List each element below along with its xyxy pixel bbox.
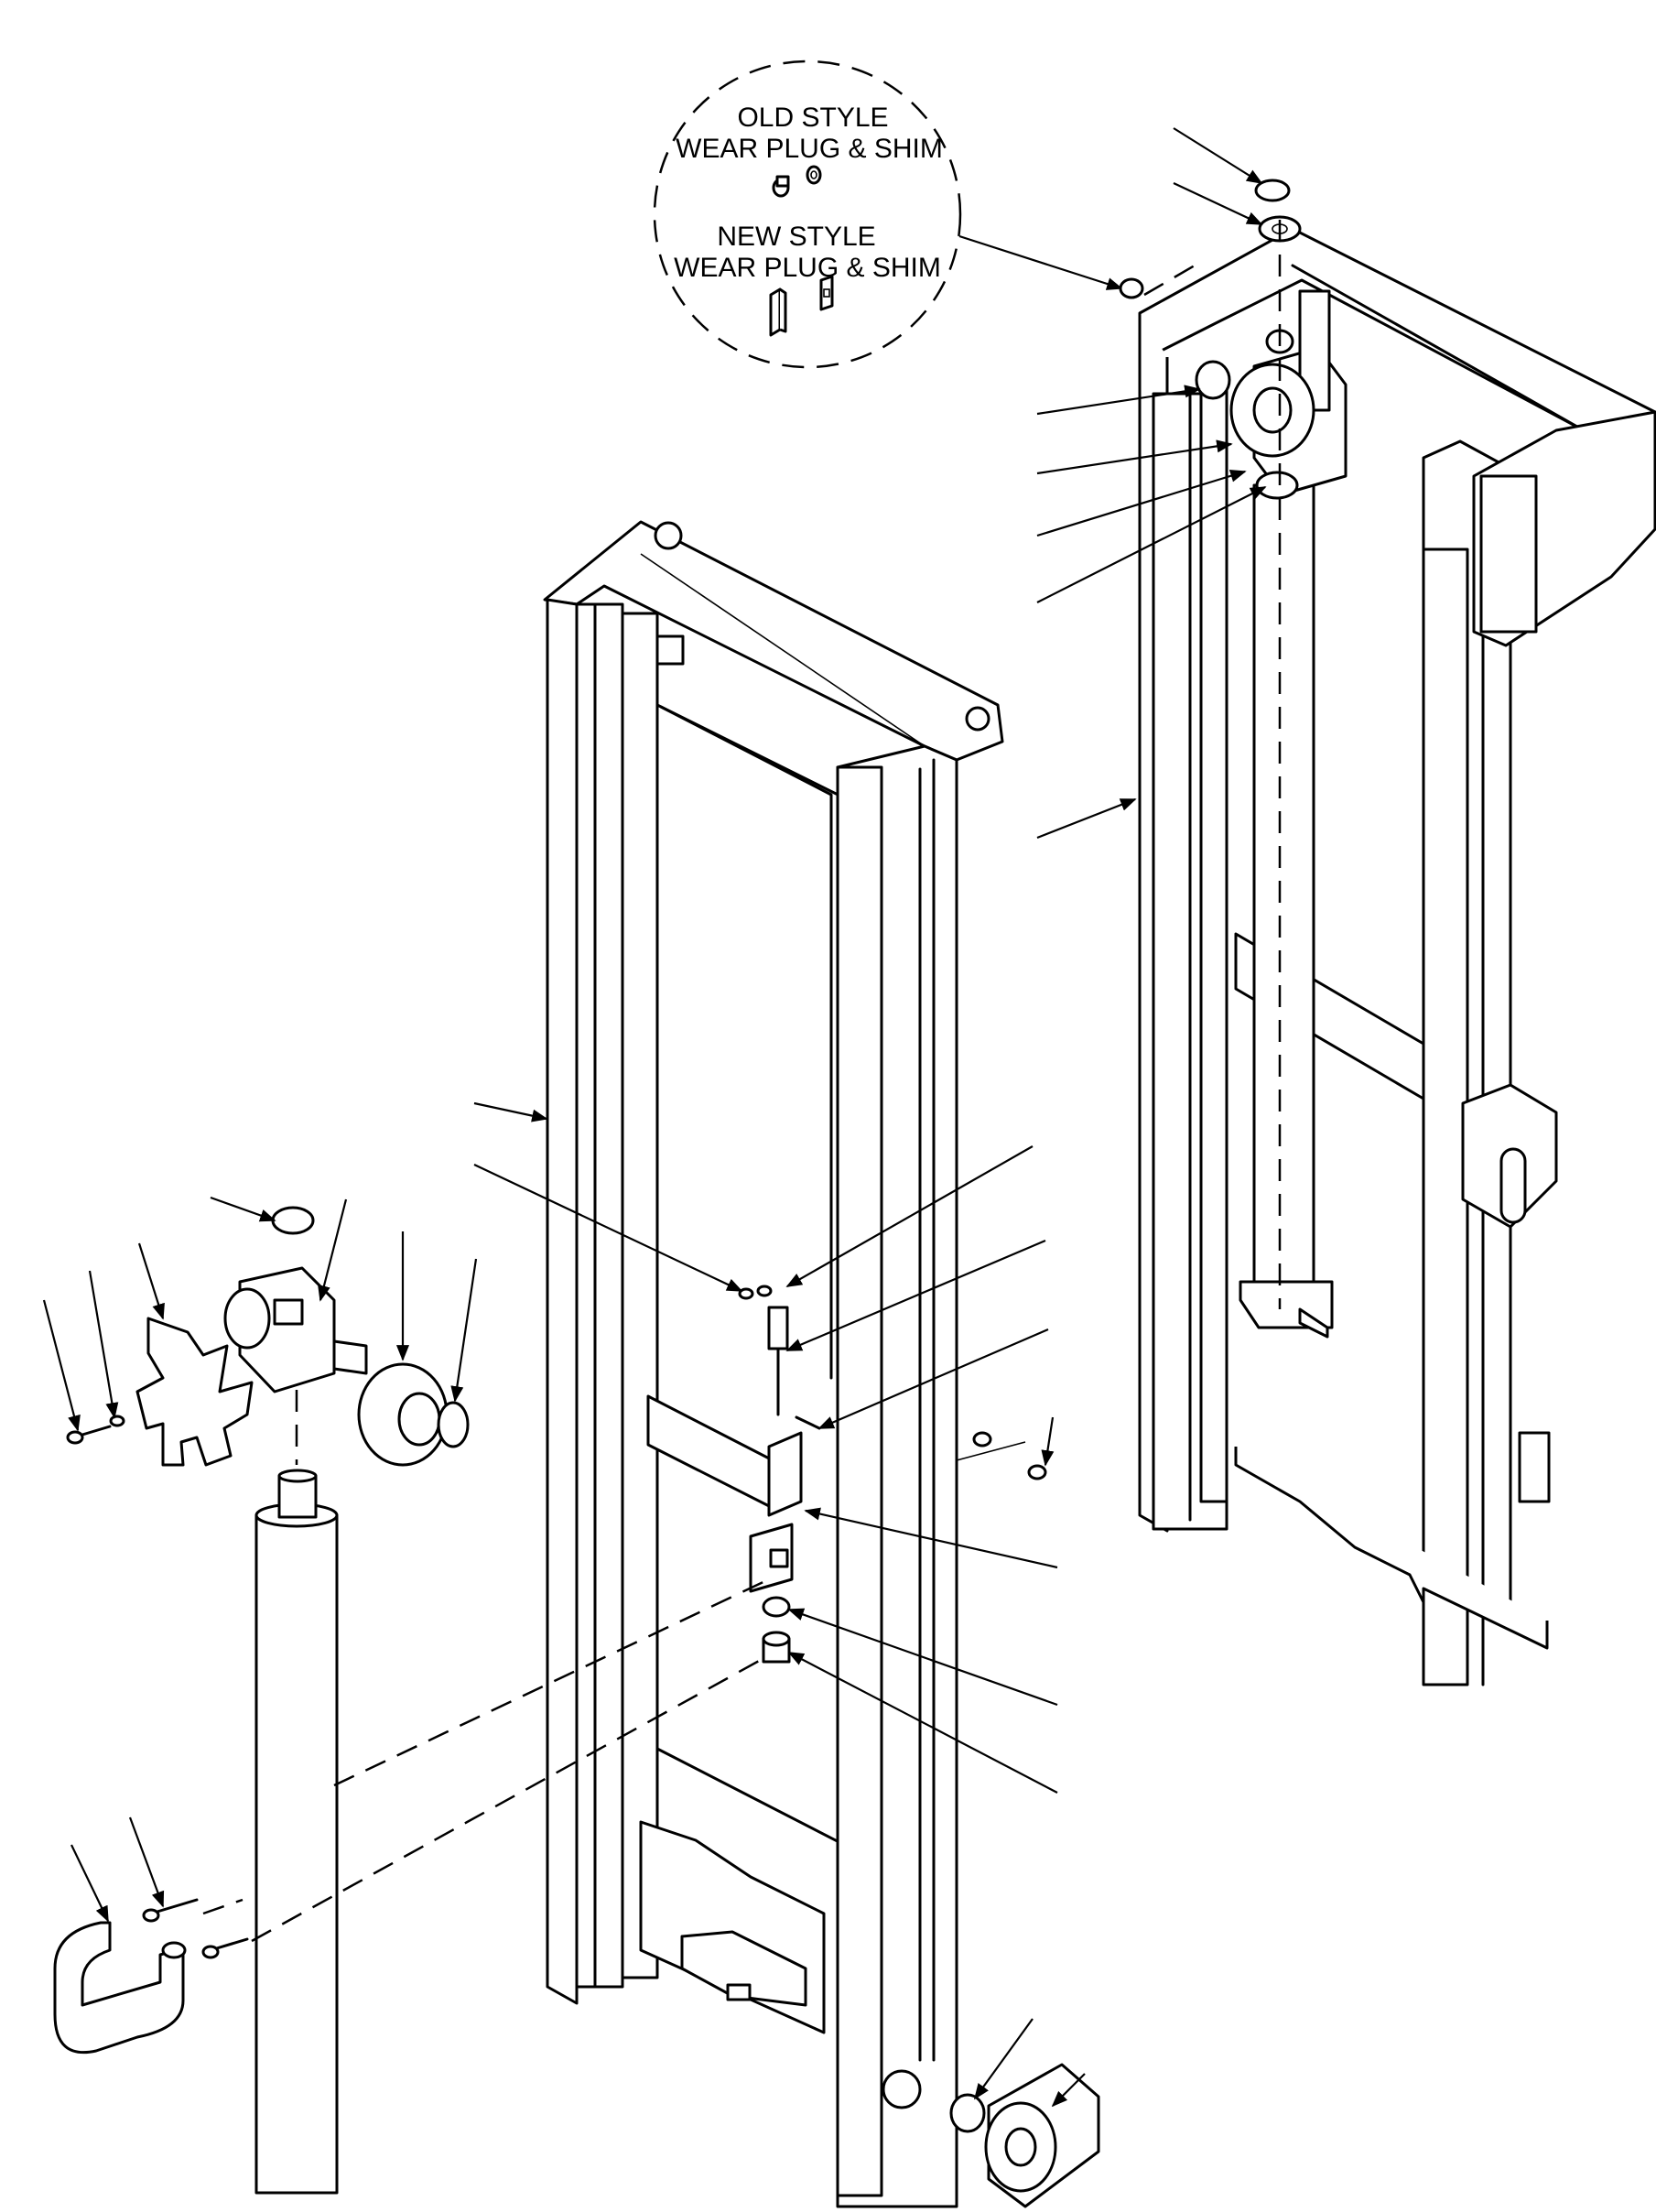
old-style-label-line1: OLD STYLE [737,103,888,133]
lock-nut-b [1027,1464,1047,1480]
lock-nut-a [972,1431,992,1448]
lock-washer [109,1415,125,1427]
bottom-roller-assembly [949,2018,1100,2208]
stud-washer-leader [787,1608,1058,1707]
inner-lift-cylinder [1252,483,1315,1284]
secondary-lift-cylinder [254,1513,339,2195]
u-clamp-leader [70,1844,109,1923]
left-sheave-retaining-ring [437,1401,470,1448]
top-wear-plug [1119,277,1144,299]
bottom-roller-leader [1051,2073,1086,2108]
lock-washer-leader [88,1270,119,1419]
left-snap-ring [271,1206,315,1235]
bottom-ring-leader [973,2018,1034,2100]
detail-leader-arrow [958,234,1123,290]
left-snap-ring-leader [210,1196,276,1222]
inner-mast-bottom-crossmember [1234,1447,1549,1650]
spring-clip-leader [817,1328,1049,1430]
bottom-pivot-bracket [680,1930,807,2007]
mounting-plate-leader [137,1242,165,1320]
sheave-leader [1036,439,1233,475]
outer-mast-left-upright [546,598,579,2005]
hex-nut-leader [787,1652,1058,1794]
cylinder-mounting-plate [135,1317,254,1467]
bolt-head-leader [785,1145,1034,1287]
old-style-shim-icon [806,165,822,185]
old-style-label-line2: WEAR PLUG & SHIM [676,134,943,164]
outer-upright-leader [473,1101,548,1122]
left-exploded-hardware [42,1196,478,2195]
new-style-label-line1: NEW STYLE [717,222,875,252]
alignment-lines [202,1578,770,1943]
u-clamp-assembly [53,1816,249,2055]
spring-clip [795,1415,821,1430]
adjusting-bolt-head [767,1306,789,1350]
side-lug-slot [1499,1147,1527,1224]
new-style-wear-plug-icon [769,287,787,337]
sheave-retaining-ring [1195,360,1231,400]
washer-leader [1173,182,1263,225]
cotter-pin-b [756,1285,773,1297]
cylinder-base-fitting [1298,1307,1329,1339]
trunnion-threaded-end [332,1339,368,1375]
trunnion-leader [318,1198,348,1302]
new-style-shim-icon [819,275,834,311]
stud-washer [762,1596,791,1618]
inner-mast-assembly [1036,127,1656,1686]
clamp-bolt-upper [149,1898,199,1915]
u-clamp [53,1921,185,2055]
snap-ring-leader [1173,127,1263,184]
top-snap-ring [1254,179,1291,202]
cotter-pin-leader [473,1164,743,1292]
top-stop-block [655,634,685,666]
cylinder-head-leader [1036,469,1247,537]
cap-screw-leader [42,1299,81,1432]
tilt-bracket-block [767,1431,803,1517]
outer-mast-assembly [473,520,1058,2208]
left-retaining-ring-leader [450,1258,478,1403]
lock-nut-leader [1041,1416,1055,1467]
clamp-bolt-leader [128,1816,165,1908]
wear-plug-detail-callout: OLD STYLE WEAR PLUG & SHIM NEW STYLE WEA… [653,60,1123,369]
new-style-label-line2: WEAR PLUG & SHIM [674,253,941,283]
adjusting-bolt-leader [785,1239,1046,1352]
chain-anchor-bracket [1298,289,1331,412]
cylinder-fitting-leader [1036,486,1267,603]
old-style-wear-plug-icon [772,175,790,198]
bottom-roller-ring [949,2093,986,2133]
inner-upright-leader [1036,797,1137,840]
tilt-block-leader [804,1507,1058,1569]
cylinder-fitting [1255,471,1299,500]
bottom-roller-stub [882,2069,922,2109]
retaining-ring-leader [1036,385,1201,416]
detail-circle [653,60,962,369]
